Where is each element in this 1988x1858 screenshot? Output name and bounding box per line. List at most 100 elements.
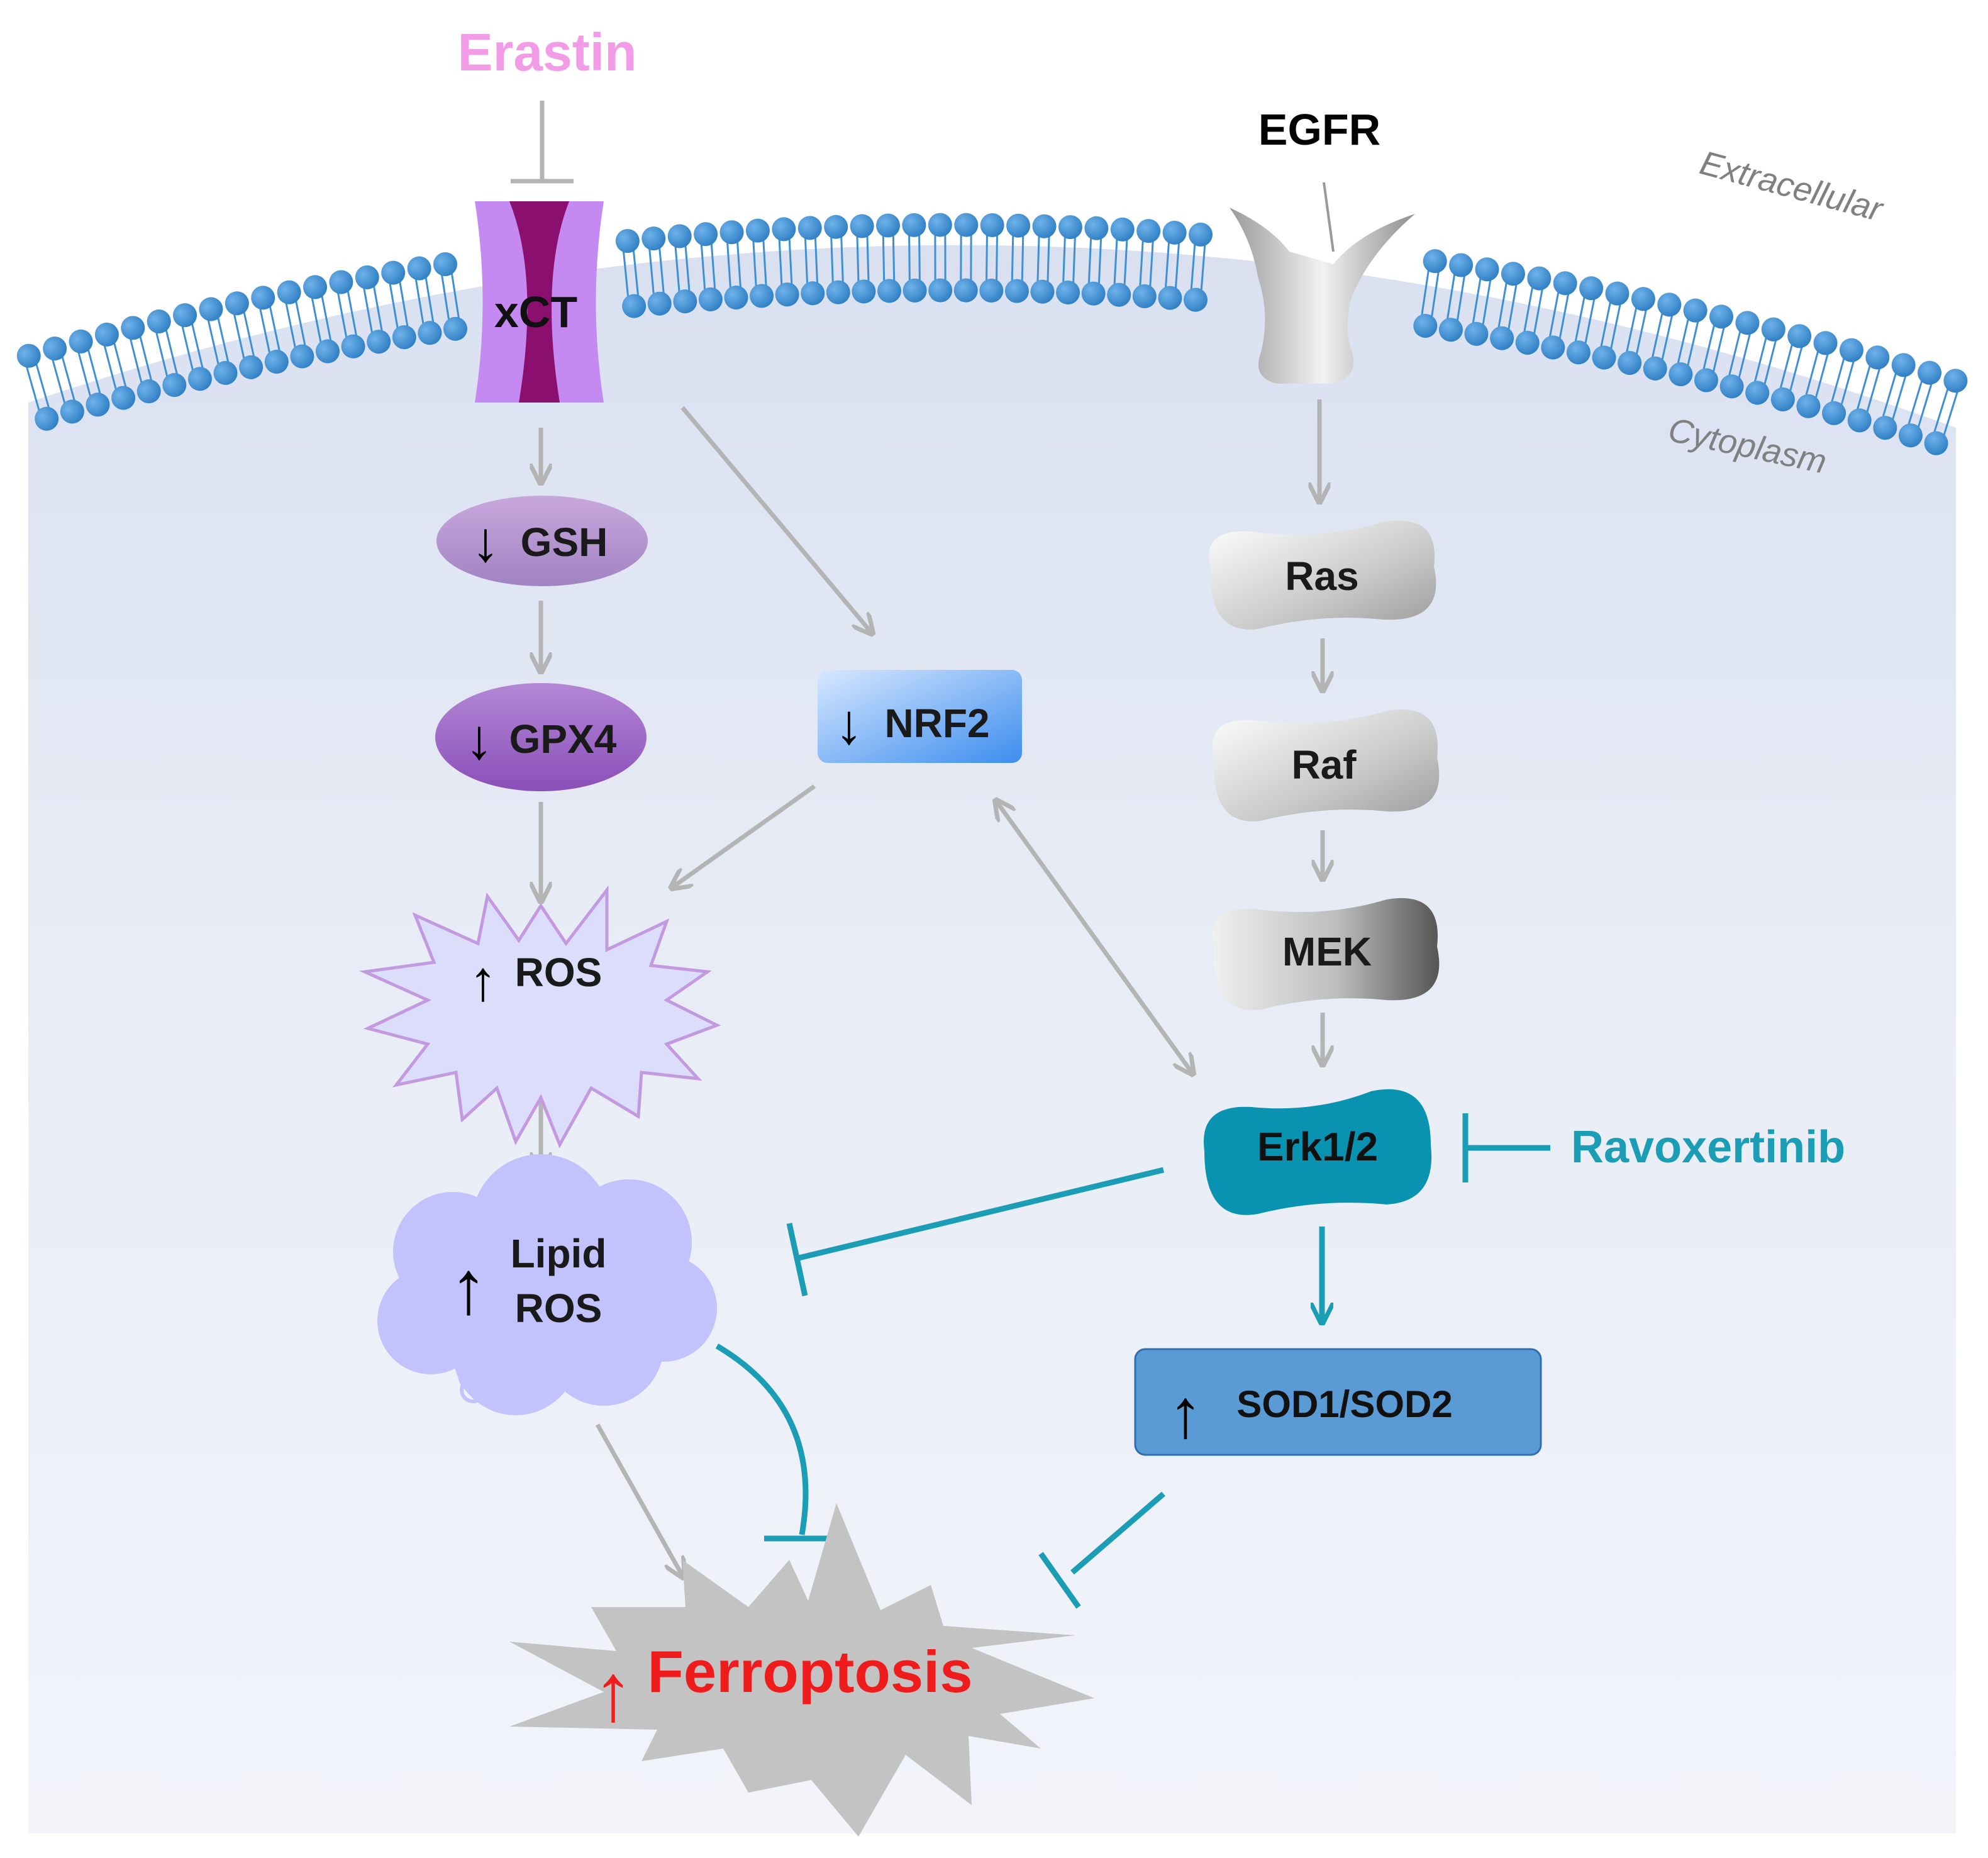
lipid-ros-up-arrow: ↑ [450,1245,487,1330]
cytoplasm-region [28,245,1956,1833]
sod-up-arrow: ↑ [1169,1375,1203,1452]
phospholipid [1004,213,1031,303]
phospholipid [277,280,314,369]
gpx4-node [435,683,647,791]
sod-node [1134,1348,1542,1456]
phospholipid [1566,276,1604,365]
arrow-lipid-ferroptosis [595,1423,682,1576]
phospholipid [979,213,1004,303]
phospholipid [928,213,953,303]
ras-label: Ras [1285,554,1358,599]
nrf2-down-arrow: ↓ [835,693,864,756]
erk-node [1203,1089,1432,1215]
phospholipid [1847,345,1890,433]
arrow-nrf2-ros [673,784,816,887]
mek-node [1212,898,1440,1010]
phospholipid [1438,253,1474,342]
phospholipid [433,252,467,341]
ros-up-arrow: ↑ [469,950,497,1013]
nrf2-node [818,670,1022,763]
erk-label: Erk1/2 [1257,1124,1378,1169]
egfr-receptor-icon [1230,182,1415,384]
phospholipid [94,322,136,410]
phospholipid [824,214,850,304]
gsh-down-arrow: ↓ [472,511,500,574]
phospholipid [147,309,187,398]
phospholipid [407,256,442,345]
inhibit-erk-lipid [797,1167,1165,1261]
ras-node [1209,520,1436,630]
phospholipid [1618,287,1655,375]
ferroptosis-label: Ferroptosis [647,1638,972,1705]
phospholipid [1592,281,1630,370]
phospholipid [1132,219,1161,309]
nrf2-label: NRF2 [884,701,989,746]
grey-arrows [541,399,1323,1576]
raf-label: Raf [1291,742,1357,787]
phospholipid [1413,249,1447,338]
phospholipid [1183,222,1213,312]
raf-node [1212,709,1440,821]
phospholipid [1490,262,1525,350]
inhibit-lipid-ferroptosis [715,1343,809,1535]
phospholipid [1030,214,1057,304]
arrow-xct-nrf2 [680,406,871,632]
sod-label: SOD1/SOD2 [1236,1383,1452,1425]
gpx4-label: GPX4 [509,716,617,762]
phospholipid [173,303,212,391]
phospholipid [1107,217,1135,307]
xct-transporter-icon [475,201,604,403]
phospholipid [303,275,340,364]
phospholipid [1158,220,1187,310]
erastin-inhibition [511,101,574,184]
phospholipid [251,286,289,374]
phospholipid [1796,331,1838,418]
phospholipid [1056,215,1082,305]
phospholipid [850,214,876,304]
phospholipid [667,224,697,314]
phospholipid [225,291,264,379]
phospholipid [1669,298,1708,387]
phospholipid [1643,292,1682,381]
gpx4-down-arrow: ↓ [465,708,494,771]
gsh-label: GSH [521,520,608,565]
phospholipid [381,260,416,350]
arrow-erk-nrf2 [997,802,1192,1072]
phospholipid [1924,369,1968,455]
phospholipid [1770,324,1812,411]
phospholipid [615,229,647,318]
phospholipid [43,337,84,424]
ros-label: ROS [515,950,603,995]
phospholipid [797,216,825,306]
phospholipid [902,213,927,303]
egfr-label: EGFR [1258,105,1380,154]
teal-inhibitions [715,1113,1550,1609]
phospholipid [745,218,774,308]
phospholipid [953,213,979,303]
inhibit-sod-ferroptosis [1070,1491,1165,1575]
phospholipid [121,316,161,404]
phospholipid [69,329,110,417]
cell-membrane [16,213,1968,455]
lipid-ros-label-line1: Lipid [511,1231,607,1276]
ros-node [359,885,721,1149]
phospholipid [772,217,799,307]
phospholipid [199,297,238,385]
xct-label: xCT [494,287,577,337]
phospholipid [16,343,59,431]
ravoxertinib-label: Ravoxertinib [1571,1122,1845,1172]
phospholipid [719,220,748,310]
phospholipid [1694,304,1734,392]
phospholipid [1822,338,1863,425]
phospholipid [1541,271,1577,360]
mek-label: MEK [1282,929,1372,974]
phospholipid [694,222,723,311]
phospholipid [329,270,365,359]
phospholipid [876,213,901,303]
lipid-ros-label-line2: ROS [515,1286,603,1331]
phospholipid [1081,216,1109,306]
gsh-node [436,496,648,586]
lipid-ros-node [377,1154,717,1415]
phospholipid [1719,311,1760,399]
